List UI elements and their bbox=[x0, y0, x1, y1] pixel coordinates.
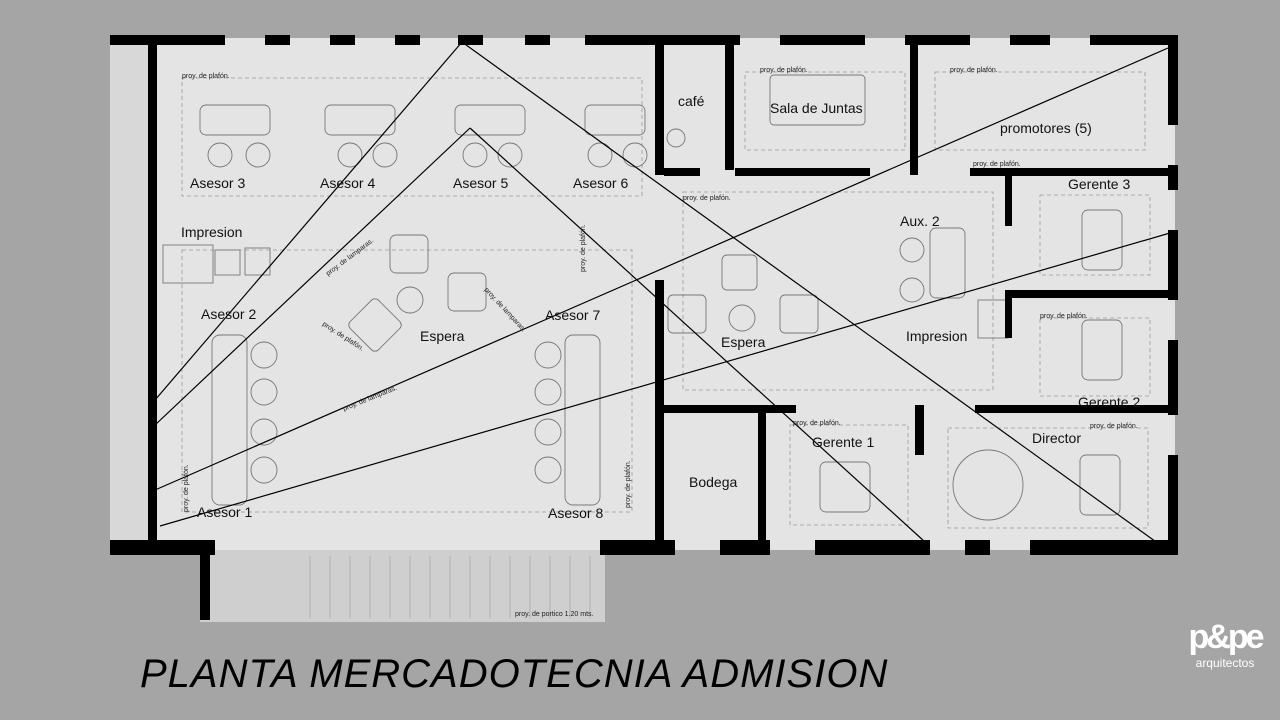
room-label-gerente3: Gerente 3 bbox=[1068, 176, 1130, 192]
room-label-gerente1: Gerente 1 bbox=[812, 434, 874, 450]
side-strip bbox=[110, 45, 150, 545]
room-label-asesor4: Asesor 4 bbox=[320, 175, 375, 191]
room-label-asesor8: Asesor 8 bbox=[548, 505, 603, 521]
room-label-asesor6: Asesor 6 bbox=[573, 175, 628, 191]
note-plafon: proy. de plafón. bbox=[793, 420, 841, 427]
note-portico: proy. de portico 1.20 mts. bbox=[515, 611, 594, 618]
room-label-asesor7: Asesor 7 bbox=[545, 307, 600, 323]
note-plafon: proy. de plafón. bbox=[1040, 313, 1088, 320]
note-plafon: proy. de plafón. bbox=[683, 195, 731, 202]
room-label-impresion-2: Impresion bbox=[906, 328, 967, 344]
logo-mark: p&pe bbox=[1188, 618, 1265, 656]
portico bbox=[200, 550, 605, 622]
room-label-aux2: Aux. 2 bbox=[900, 213, 940, 229]
room-label-sala-juntas: Sala de Juntas bbox=[770, 100, 863, 116]
room-label-promotores: promotores (5) bbox=[1000, 120, 1092, 136]
room-label-asesor3: Asesor 3 bbox=[190, 175, 245, 191]
room-label-impresion: Impresion bbox=[181, 224, 242, 240]
logo: p&pe arquitectos bbox=[1180, 620, 1270, 670]
section-lines bbox=[154, 41, 1171, 553]
note-plafon: proy. de plafón. bbox=[580, 224, 587, 272]
note-plafon: proy. de plafón. bbox=[182, 73, 230, 80]
room-label-espera: Espera bbox=[420, 328, 465, 344]
note-plafon: proy. de plafón. bbox=[183, 464, 190, 512]
room-label-bodega: Bodega bbox=[689, 474, 737, 490]
note-plafon: proy. de plafón. bbox=[1090, 423, 1138, 430]
portico-steps bbox=[309, 556, 591, 618]
room-label-gerente2: Gerente 2 bbox=[1078, 394, 1140, 410]
room-label-asesor5: Asesor 5 bbox=[453, 175, 508, 191]
plan-title: PLANTA MERCADOTECNIA ADMISION bbox=[140, 652, 889, 696]
floor-area bbox=[110, 38, 1175, 550]
logo-subtitle: arquitectos bbox=[1195, 656, 1255, 670]
room-label-cafe: café bbox=[678, 93, 705, 109]
walls bbox=[110, 35, 1178, 620]
note-plafon: proy. de plafón. bbox=[950, 67, 998, 74]
room-label-director: Director bbox=[1032, 430, 1081, 446]
note-plafon: proy. de plafón. bbox=[760, 67, 808, 74]
room-label-asesor2: Asesor 2 bbox=[201, 306, 256, 322]
room-label-espera-2: Espera bbox=[721, 334, 766, 350]
furniture bbox=[162, 74, 1123, 521]
note-plafon: proy. de plafón. bbox=[973, 161, 1021, 168]
note-plafon: proy. de plafón. bbox=[625, 460, 632, 508]
room-label-asesor1: Asesor 1 bbox=[197, 504, 252, 520]
